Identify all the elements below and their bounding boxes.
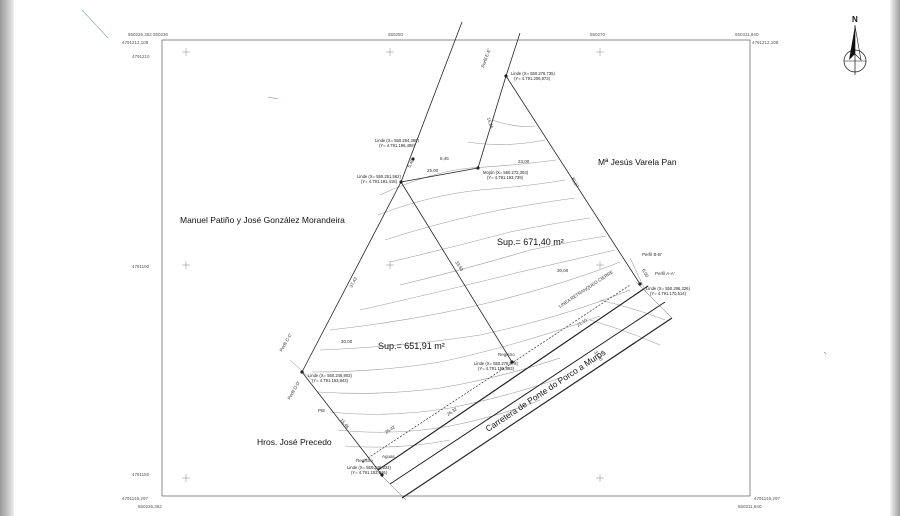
coord-center-sub: (Y= 4.791.155,893) xyxy=(478,366,515,371)
grid-label-left-2: 4791210 xyxy=(132,54,150,59)
pencil-marks xyxy=(267,96,827,355)
grid-label-bottom-left-x: 550226,362 xyxy=(138,504,162,509)
area-lower: Sup.= 651,91 m² xyxy=(378,341,445,351)
coordinate-labels: Linde (X= 550.276,735) (Y= 4.791.206,973… xyxy=(308,71,690,475)
coord-aa-sub: (Y= 4.791.170,514) xyxy=(650,291,687,296)
dim-10: 30,00 xyxy=(341,339,353,344)
plan-frame xyxy=(161,39,751,497)
grid-label-bottom-left: 4791146,297 xyxy=(122,496,148,501)
coord-top: Linde (X= 550.276,735) xyxy=(511,71,555,76)
owner-west: Manuel Patiño y José González Morandeira xyxy=(180,215,345,225)
coord-north-linde: Linde (X= 550.264,360) xyxy=(375,138,419,143)
coord-mojon: Mojón (X= 550.272,303) xyxy=(483,170,529,175)
grid-label-right-top: 4791212,108 xyxy=(752,40,779,45)
grid-crosses xyxy=(182,48,604,482)
coord-bottom-sub: (Y= 4.791.152,846) xyxy=(351,470,388,475)
grid-label-top-mid: 550250 xyxy=(388,32,404,37)
coord-mid-linde: Linde (X= 550.251,562) xyxy=(357,174,401,179)
dim-9: 33,63 xyxy=(454,260,464,273)
dim-11: 21,10 xyxy=(576,317,589,328)
dimension-labels: 15,86 8,45 25,00 23,00 30,87 6,00 37,42 … xyxy=(339,117,650,435)
aguas-mark: Aguas xyxy=(382,454,396,459)
road-profile-ticks xyxy=(371,281,673,501)
grid-label-top-mid2: 550270 xyxy=(590,32,606,37)
north-label: N xyxy=(852,15,858,24)
coord-top-sub: (Y= 4.791.206,973) xyxy=(514,76,551,81)
dim-2: 8,45 xyxy=(440,156,449,161)
setback-label: LINEA RETRANQUEO CIERRE xyxy=(558,269,614,309)
profile-aa-label: Perfil A-A' xyxy=(655,271,675,276)
dim-14: 26,42 xyxy=(384,424,397,435)
dim-15: 15,46 xyxy=(339,418,350,430)
grid-label-left-top: 4791212,108 xyxy=(122,40,149,45)
setback-line xyxy=(361,284,631,463)
profile-ee-label: Perfil E-E' xyxy=(480,48,492,69)
dim-3: 25,00 xyxy=(427,168,439,173)
parcel-boundaries xyxy=(301,21,641,476)
coord-west: Linde (X= 550.246,903) xyxy=(308,373,352,378)
grid-label-top-right: 550311,840 xyxy=(735,32,759,37)
coord-center: Linde (X= 550.279,978) xyxy=(474,361,518,366)
dim-5: 30,87 xyxy=(570,176,580,189)
grid-label-left-mid: 4791190 xyxy=(132,264,150,269)
profile-dd-label: Perfil D-D' xyxy=(287,380,302,400)
boundary-points xyxy=(300,74,642,477)
coord-mid-linde-sub: (Y= 4.791.191,418) xyxy=(361,179,398,184)
dim-12: 31,00 xyxy=(593,350,604,362)
coord-bottom: Linde (X= 550.246,933) xyxy=(347,465,391,470)
dim-6: 6,00 xyxy=(641,268,650,279)
coord-west-sub: (Y= 4.791.163,843) xyxy=(312,378,349,383)
pie-mark: PIE xyxy=(318,408,325,413)
registro-mark-1: Registro xyxy=(498,352,515,357)
coord-aa: Linde (X= 550.296,326) xyxy=(646,286,690,291)
profile-bb-label: Perfil B-B' xyxy=(642,252,662,257)
pencil-mark xyxy=(81,9,109,39)
scan-edge-right xyxy=(890,0,900,516)
area-upper: Sup.= 671,40 m² xyxy=(497,237,564,247)
profile-cc-label: Perfil C-C' xyxy=(279,332,294,352)
grid-label-left-low: 4791150 xyxy=(132,472,150,477)
dim-4: 23,00 xyxy=(518,159,530,164)
dim-1: 15,86 xyxy=(486,117,494,130)
grid-label-top-left: 550226,362 550230 xyxy=(128,32,169,37)
grid-label-bottom-right-x: 550311,840 xyxy=(738,504,762,509)
scan-edge xyxy=(0,0,14,516)
grid-label-bottom-right: 4791146,297 xyxy=(754,496,780,501)
dim-13: 26,32 xyxy=(446,406,459,417)
profile-lines xyxy=(289,257,647,381)
road xyxy=(377,285,673,499)
dim-8: 30,00 xyxy=(557,268,569,273)
coord-north-linde-sub: (Y= 4.791.196,498) xyxy=(379,143,416,148)
registro-mark-2: Registro xyxy=(356,458,373,463)
owner-north-east: Mª Jesús Varela Pan xyxy=(598,157,677,167)
dim-7: 37,42 xyxy=(348,276,358,289)
contour-lines xyxy=(311,119,666,448)
north-arrow: N xyxy=(843,15,867,75)
owner-south-west: Hros. José Precedo xyxy=(257,437,332,447)
coord-mojon-sub: (Y= 4.791.193,739) xyxy=(487,175,524,180)
dim-16: 5,40 xyxy=(406,158,415,169)
